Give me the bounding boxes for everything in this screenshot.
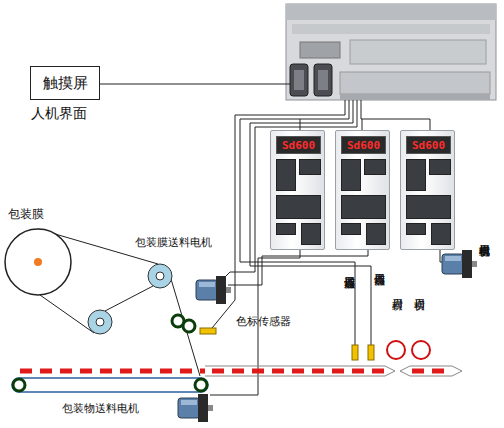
- conveyor-part: [13, 379, 25, 391]
- wiring-part: [228, 250, 368, 285]
- cutters: [387, 341, 430, 359]
- part-label: 包装膜送料电机: [135, 237, 212, 249]
- cutters-part: [387, 341, 405, 359]
- plc-unit-part: [286, 4, 496, 20]
- wiring-part: [361, 100, 430, 130]
- conveyor-part: [195, 379, 207, 391]
- conveyor-part: [212, 369, 385, 374]
- plc-unit-part: [314, 64, 332, 96]
- sensors-part: [352, 345, 358, 360]
- display-readout: Sd600: [347, 139, 380, 152]
- servo-motor: [196, 276, 231, 304]
- conveyor-part: [12, 378, 208, 392]
- drive-port: [341, 195, 386, 219]
- sensors-part: [368, 345, 374, 360]
- drive-port: [406, 195, 451, 219]
- sensors-part: [200, 328, 216, 334]
- wiring-part: [300, 119, 301, 130]
- drive-port: [341, 159, 361, 191]
- part-label: 包装物送料电机: [62, 403, 139, 415]
- part-label: 色标传感器: [236, 316, 291, 328]
- servo-drive: Sd600: [335, 130, 390, 250]
- display-readout: Sd600: [282, 139, 315, 152]
- drive-port: [276, 195, 321, 219]
- drive-port: [299, 159, 321, 175]
- drive-port: [301, 223, 321, 245]
- drive-port: [341, 223, 361, 235]
- conveyor-part: [205, 366, 395, 376]
- wiring-part: [100, 84, 290, 85]
- film-roll-part: [88, 310, 112, 334]
- conveyor: [12, 366, 462, 392]
- plc-unit-part: [300, 42, 340, 58]
- drive-port: [431, 223, 451, 245]
- plc-unit: [286, 4, 496, 100]
- box-label: 触摸屏: [43, 74, 88, 93]
- plc-unit-part: [290, 64, 308, 96]
- plc-unit-part: [292, 24, 490, 34]
- display-readout: Sd600: [412, 139, 445, 152]
- drive-port: [406, 159, 426, 191]
- drive-port: [366, 223, 386, 245]
- plc-unit-part: [294, 70, 304, 90]
- film-roll-part: [148, 264, 172, 288]
- film-roll: [5, 229, 200, 376]
- led-display: Sd600: [341, 136, 386, 154]
- film-roll-part: [183, 320, 195, 332]
- film-roll-part: [34, 258, 42, 266]
- led-display: Sd600: [276, 136, 321, 154]
- servo-motor: [178, 394, 213, 422]
- servo-drive: Sd600: [270, 130, 325, 250]
- part-label: 包装膜: [8, 208, 44, 221]
- led-display: Sd600: [406, 136, 451, 154]
- drive-port: [276, 223, 296, 235]
- film-roll-part: [40, 295, 94, 333]
- wiring-part: [362, 119, 363, 130]
- wiring-part: [212, 100, 345, 328]
- plc-unit-part: [350, 40, 486, 64]
- plc-unit-part: [340, 94, 490, 100]
- servo-motor-part: [442, 250, 477, 278]
- film-roll-part: [96, 318, 104, 326]
- plc-unit-part: [340, 72, 490, 94]
- servo-motor: [442, 250, 477, 278]
- film-roll-part: [5, 229, 71, 295]
- film-roll-part: [105, 286, 153, 311]
- film-roll-part: [156, 272, 164, 280]
- servo-drive: Sd600: [400, 130, 455, 250]
- drive-port: [406, 223, 426, 235]
- conveyor-part: [400, 366, 462, 376]
- plc-unit-part: [286, 4, 496, 100]
- drive-port: [276, 159, 296, 191]
- sensors: [200, 328, 374, 360]
- servo-motor-part: [178, 394, 213, 422]
- cutters-part: [412, 341, 430, 359]
- drive-port: [364, 159, 386, 175]
- conveyor-part: [412, 369, 452, 374]
- servo-motor-part: [196, 276, 231, 304]
- drive-port: [429, 159, 451, 175]
- plc-unit-part: [318, 70, 328, 90]
- conveyor-part: [20, 369, 205, 374]
- box-caption: 人机界面: [31, 105, 87, 123]
- touch-screen-box: 触摸屏人机界面: [30, 66, 100, 100]
